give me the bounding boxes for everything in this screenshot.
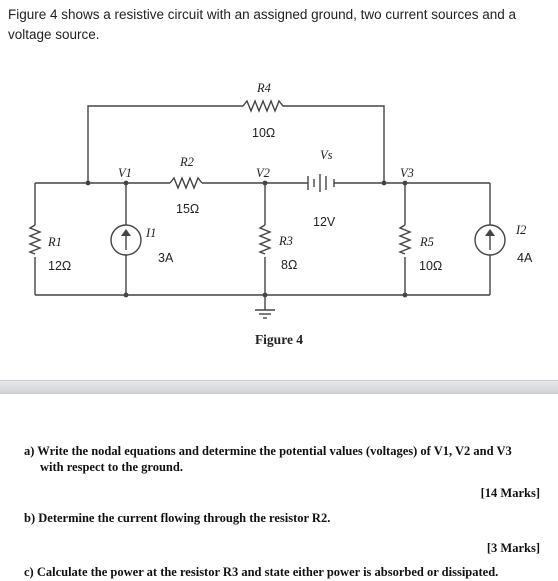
i2-name: I2 xyxy=(515,223,526,237)
node-dot xyxy=(262,180,268,186)
current-source-i2 xyxy=(474,224,506,256)
resistor-r5 xyxy=(398,224,412,255)
node-dot xyxy=(123,292,129,298)
node-v2-label: V2 xyxy=(256,166,270,180)
r1-name: R1 xyxy=(47,235,62,249)
r1-value: 12Ω xyxy=(48,259,71,273)
i1-value: 3A xyxy=(158,251,174,265)
node-v3-label: V3 xyxy=(400,166,414,180)
section-divider xyxy=(0,380,558,394)
question-a-line1: a) Write the nodal equations and determi… xyxy=(24,444,512,458)
r4-name: R4 xyxy=(256,81,271,95)
question-b: b) Determine the current flowing through… xyxy=(24,511,331,525)
node-dot xyxy=(402,292,408,298)
current-source-i1 xyxy=(110,224,142,256)
r2-name: R2 xyxy=(179,155,194,169)
r5-value: 10Ω xyxy=(419,259,442,273)
i2-value: 4A xyxy=(517,251,533,265)
node-dots xyxy=(85,180,408,298)
voltage-source-vs xyxy=(307,174,335,192)
wire-r4-left xyxy=(87,105,243,183)
question-c: c) Calculate the power at the resistor R… xyxy=(24,565,499,579)
r2-value: 15Ω xyxy=(176,202,199,216)
question-a-line2: with respect to the ground. xyxy=(40,460,183,474)
i1-name: I1 xyxy=(145,226,156,240)
node-dot xyxy=(381,180,387,186)
node-dot xyxy=(402,180,408,186)
resistor-r1 xyxy=(28,224,42,255)
resistor-r4 xyxy=(242,99,287,113)
node-v1-label: V1 xyxy=(118,166,132,180)
question-b-marks: [3 Marks] xyxy=(486,541,540,555)
node-dot xyxy=(262,292,268,298)
vs-value: 12V xyxy=(313,215,336,229)
vs-name: Vs xyxy=(320,148,333,162)
question-a-marks: [14 Marks] xyxy=(480,486,540,500)
r4-value: 10Ω xyxy=(252,126,275,140)
wire-r4-right xyxy=(287,105,385,183)
r5-name: R5 xyxy=(419,235,434,249)
circuit-diagram: R4 10Ω Vs 12V V1 V2 V3 R2 15Ω R1 12Ω I1 … xyxy=(28,81,533,319)
resistor-r3 xyxy=(258,224,272,255)
figure-caption: Figure 4 xyxy=(254,332,304,347)
resistor-r2 xyxy=(169,176,203,190)
intro-text: Figure 4 shows a resistive circuit with … xyxy=(8,7,516,42)
ground-icon xyxy=(255,309,275,319)
r3-value: 8Ω xyxy=(281,258,297,272)
node-dot xyxy=(85,180,91,186)
r3-name: R3 xyxy=(278,234,293,248)
node-dot xyxy=(123,180,129,186)
